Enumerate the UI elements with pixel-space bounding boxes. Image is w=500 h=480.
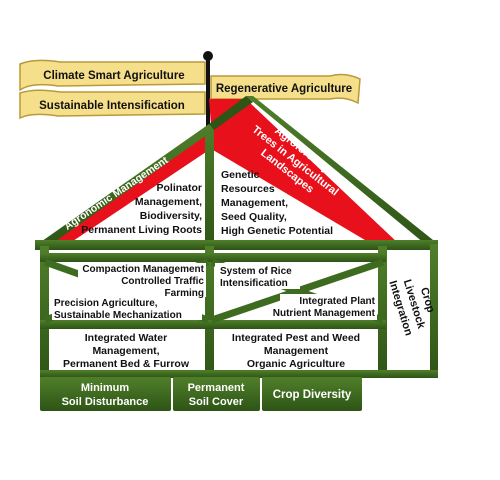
middle-right-top-bg (215, 263, 300, 289)
middle-right-top-text: System of Rice Intensification (220, 266, 292, 289)
middle-left-top-line: Compaction Management (82, 264, 204, 275)
roof-right-red (209, 99, 398, 243)
lower-right-line: Integrated Pest and Weed (232, 332, 360, 344)
attic-right-line: Resources (221, 183, 275, 195)
middle-left-top-line: Farming (165, 288, 204, 299)
middle-right-bottom-bg (280, 294, 377, 320)
foundation-permanent-soil-cover (173, 377, 260, 411)
middle-right-top-line: Intensification (220, 278, 288, 289)
foundation-crop-diversity-line: Crop Diversity (273, 389, 352, 401)
attic-left-text: Polinator Management, Biodiversity, Perm… (81, 182, 202, 236)
lower-right-line: Management (264, 345, 329, 357)
wall-frame (40, 244, 438, 378)
lower-left-line: Management, (92, 345, 159, 357)
attic-left-line: Permanent Living Roots (81, 224, 202, 236)
foundation-min-soil-line: Minimum (81, 382, 129, 394)
attic-right-line: Management, (221, 197, 288, 209)
attic-right-line: Genetic (221, 169, 260, 181)
middle-left-bottom-bg (52, 296, 202, 320)
flag-sustainable-intensification: Sustainable Intensification (19, 89, 206, 120)
attic-right-line: High Genetic Potential (221, 225, 333, 237)
flag-pole-knob (203, 51, 213, 61)
foundation-soil-cover-line: Soil Cover (189, 396, 244, 408)
middle-right-bottom-line: Integrated Plant (299, 296, 375, 307)
foundation-soil-cover-line: Permanent (188, 382, 245, 394)
attic-left-line: Management, (135, 196, 202, 208)
flag-regenerative-label: Regenerative Agriculture (216, 83, 352, 95)
roof-right-white (213, 150, 370, 243)
lower-left-line: Integrated Water (85, 332, 167, 344)
attic-right-text: Genetic Resources Management, Seed Quali… (221, 169, 333, 237)
middle-left-bottom-line: Precision Agriculture, (54, 298, 158, 309)
middle-left-top-line: Controlled Traffic (121, 276, 204, 287)
middle-left-top-bg (78, 263, 206, 297)
roof-right-edge (209, 96, 253, 130)
foundation-min-soil-line: Soil Disturbance (62, 396, 149, 408)
attic-right-line: Seed Quality, (221, 211, 287, 223)
flag-regenerative: Regenerative Agriculture (210, 73, 361, 105)
attic-left-line: Polinator (156, 182, 202, 194)
middle-right-bottom-line: Nutrient Management (273, 308, 376, 319)
flag-climate-label: Climate Smart Agriculture (43, 70, 184, 82)
foundation-crop-diversity (262, 377, 362, 411)
middle-right-bottom-text: Integrated Plant Nutrient Management (273, 296, 376, 319)
lower-left-line: Permanent Bed & Furrow (63, 358, 190, 370)
roof-beams (35, 96, 438, 250)
flag-sustainable-label: Sustainable Intensification (39, 100, 185, 112)
middle-left-bottom-text: Precision Agriculture, Sustainable Mecha… (54, 298, 182, 321)
attic-left-line: Biodiversity, (140, 210, 202, 222)
middle-right-top-line: System of Rice (220, 266, 292, 277)
side-wall (385, 243, 432, 376)
foundation-minimum-soil-disturbance (40, 377, 171, 411)
middle-left-top-text: Compaction Management Controlled Traffic… (82, 264, 204, 299)
lower-left-text: Integrated Water Management, Permanent B… (63, 332, 190, 370)
flag-climate-smart: Climate Smart Agriculture (19, 59, 206, 92)
lower-right-line: Organic Agriculture (247, 358, 345, 370)
foundation: Minimum Soil Disturbance Permanent Soil … (40, 377, 362, 411)
lower-right-text: Integrated Pest and Weed Management Orga… (232, 332, 360, 370)
middle-left-bottom-line: Sustainable Mechanization (54, 310, 182, 321)
